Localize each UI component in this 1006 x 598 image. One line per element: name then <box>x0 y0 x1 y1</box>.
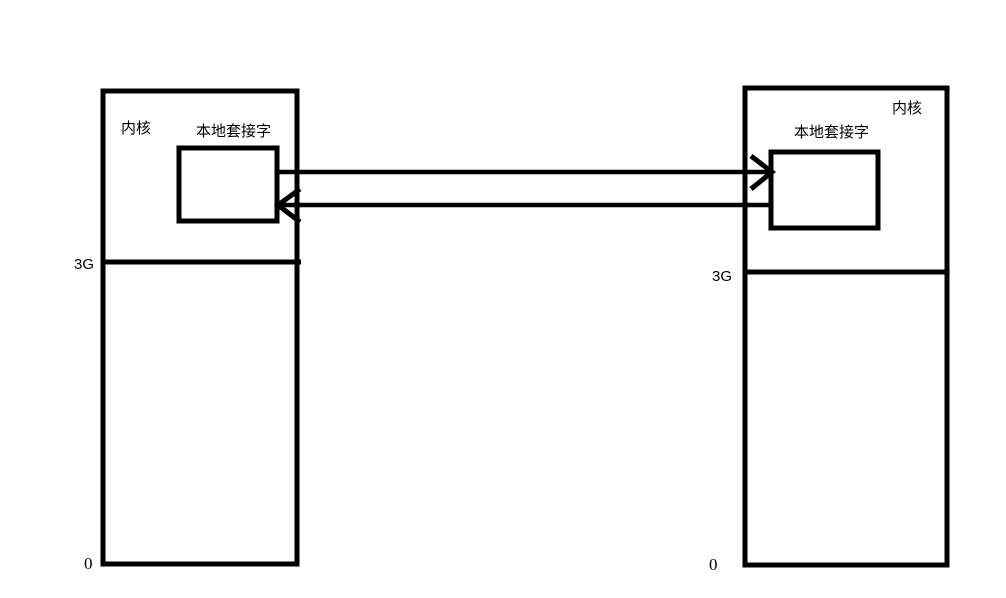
right-kernel-label: 内核 <box>892 100 922 117</box>
socket-links <box>273 154 777 224</box>
right-socket-box <box>768 149 881 231</box>
right-3g-label: 3G <box>712 268 732 285</box>
left-socket-label: 本地套接字 <box>196 123 271 140</box>
right-zero-label: 0 <box>709 555 718 574</box>
arrowhead-left-icon <box>273 186 302 224</box>
right-socket-label: 本地套接字 <box>794 124 869 141</box>
left-zero-label: 0 <box>84 554 93 573</box>
left-address-space-box <box>100 88 300 567</box>
arrowhead-right-icon <box>749 154 777 191</box>
left-process: 内核 本地套接字 3G 0 <box>74 88 301 573</box>
left-socket-box <box>176 145 280 224</box>
left-kernel-label: 内核 <box>121 120 151 137</box>
right-process: 内核 本地套接字 3G 0 <box>709 85 950 574</box>
right-address-space-box <box>742 85 950 568</box>
left-3g-label: 3G <box>74 256 94 273</box>
